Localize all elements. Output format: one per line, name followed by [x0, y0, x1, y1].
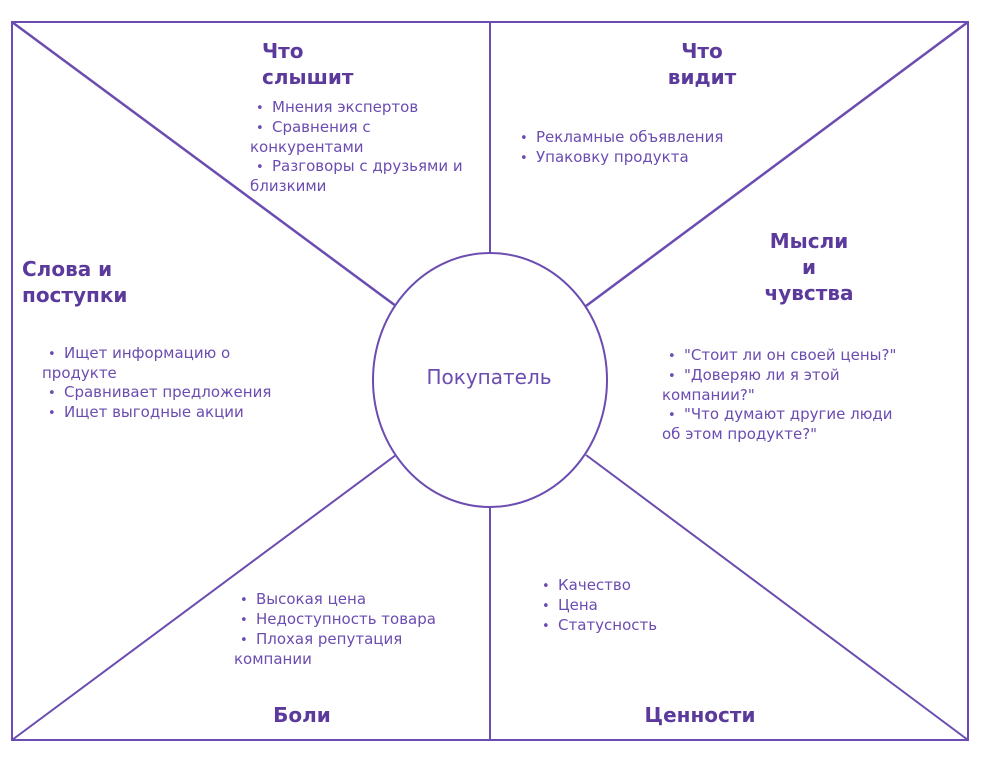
list-item: Сравнения с конкурентами — [250, 118, 482, 157]
section-title-thinks-feels: Мысли и чувства — [764, 229, 854, 305]
list-item: "Что думают другие люди об этом продукте… — [662, 405, 912, 444]
list-values: Качество Цена Статусность — [536, 576, 736, 636]
section-title-hears: Что слышит — [262, 39, 354, 89]
list-item: "Стоит ли он своей цены?" — [662, 346, 912, 366]
section-title-says-does: Слова и поступки — [22, 257, 128, 307]
center-circle — [372, 252, 608, 508]
list-hears: Мнения экспертов Сравнения с конкурентам… — [250, 98, 482, 196]
list-sees: Рекламные объявления Упаковку продукта — [514, 128, 774, 168]
list-item: Ищет выгодные акции — [42, 403, 302, 423]
list-item: Сравнивает предложения — [42, 383, 302, 403]
section-title-values: Ценности — [644, 703, 756, 727]
list-item: Высокая цена — [234, 590, 464, 610]
list-item: Недоступность товара — [234, 610, 464, 630]
divider-top-left — [11, 20, 397, 308]
list-says-does: Ищет информацию о продукте Сравнивает пр… — [42, 344, 302, 423]
list-item: Статусность — [536, 616, 736, 636]
list-item: Плохая репутация компании — [234, 630, 464, 669]
divider-top-right — [585, 20, 969, 308]
list-thinks-feels: "Стоит ли он своей цены?" "Доверяю ли я … — [662, 346, 912, 444]
divider-bottom-left — [11, 454, 397, 741]
section-title-sees: Что видит — [667, 39, 737, 89]
list-pains: Высокая цена Недоступность товара Плохая… — [234, 590, 464, 669]
list-item: "Доверяю ли я этой компании?" — [662, 366, 912, 405]
list-item: Качество — [536, 576, 736, 596]
divider-bottom-right — [585, 454, 969, 741]
list-item: Рекламные объявления — [514, 128, 774, 148]
list-item: Мнения экспертов — [250, 98, 482, 118]
section-title-pains: Боли — [273, 703, 331, 727]
list-item: Разговоры с друзьями и близкими — [250, 157, 482, 196]
list-item: Упаковку продукта — [514, 148, 774, 168]
center-label: Покупатель — [426, 365, 552, 389]
list-item: Ищет информацию о продукте — [42, 344, 302, 383]
list-item: Цена — [536, 596, 736, 616]
